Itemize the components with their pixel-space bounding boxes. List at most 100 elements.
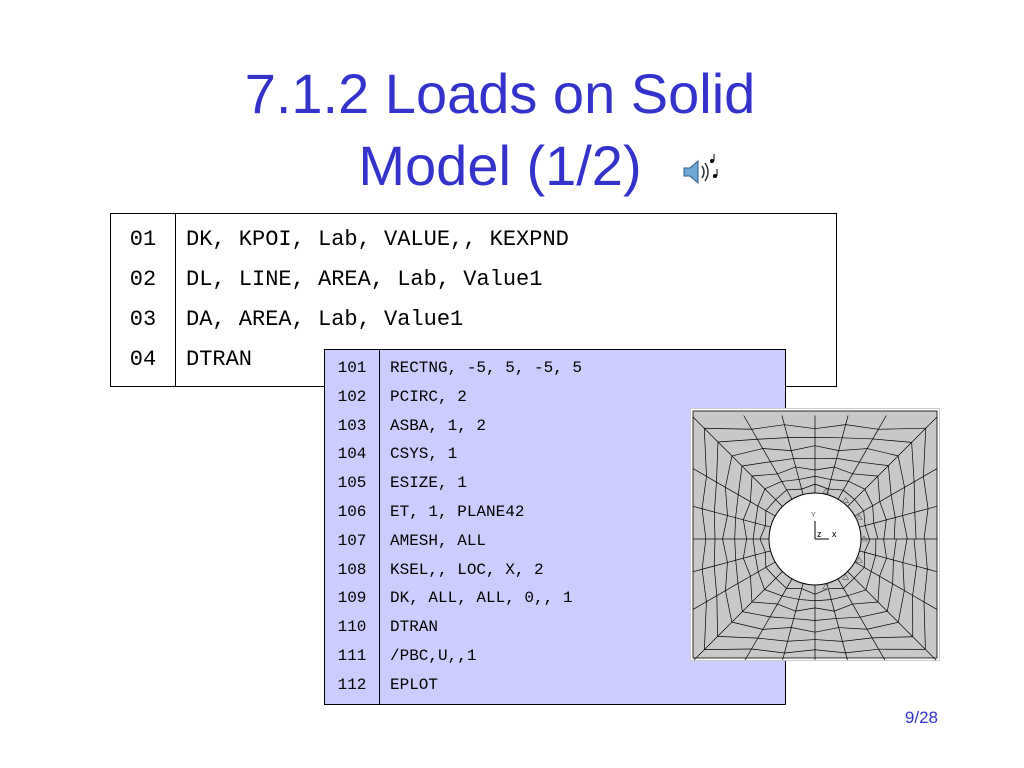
mesh-ring-edge	[842, 637, 873, 642]
mesh-ring-edge	[742, 538, 747, 559]
mesh-radial-edge	[765, 550, 771, 553]
bc-marker	[855, 556, 863, 563]
mesh-ring-edge	[877, 576, 880, 603]
mesh-ring-edge	[847, 589, 867, 596]
mesh-radial-edge	[755, 551, 766, 556]
mesh-ring-edge	[703, 428, 707, 477]
mesh-ring-edge	[853, 567, 865, 579]
bc-marker	[822, 487, 830, 494]
mesh-radial-edge	[786, 578, 793, 589]
mesh-ring-edge	[848, 480, 865, 490]
speaker-icon[interactable]	[680, 152, 720, 192]
code-line: DK, ALL, ALL, 0,, 1	[390, 589, 573, 608]
mesh-ring-edge	[743, 501, 751, 520]
mesh-ring-edge	[762, 627, 792, 630]
mesh-radial-edge	[795, 466, 800, 480]
mesh-radial-edge	[764, 577, 777, 590]
mesh-ring-edge	[759, 538, 766, 553]
mesh-radial-edge	[887, 611, 899, 623]
mesh-ring-edge	[782, 595, 799, 600]
mesh-ring-edge	[845, 424, 879, 430]
mesh-ring-edge	[701, 569, 707, 602]
code-line: CSYS, 1	[390, 445, 458, 464]
mesh-radial-edge	[895, 515, 903, 518]
mesh-radial-edge	[787, 437, 792, 451]
mesh-ring-edge	[854, 499, 864, 512]
title-line-1: 7.1.2 Loads on Solid	[244, 62, 756, 125]
mesh-radial-edge	[866, 438, 874, 449]
mesh-radial-edge	[731, 611, 743, 623]
mesh-ring-edge	[701, 476, 707, 509]
mesh-radial-edge	[842, 480, 849, 491]
line-number: 107	[337, 531, 367, 550]
mesh-radial-edge	[725, 583, 739, 592]
mesh-ring-edge	[911, 442, 915, 482]
mesh-radial-edge	[781, 481, 787, 491]
mesh-radial-edge	[735, 557, 744, 561]
mesh-radial-edge	[714, 511, 728, 516]
mesh-radial-edge	[911, 427, 927, 443]
line-number: 101	[337, 359, 367, 377]
mesh-radial-edge	[833, 458, 837, 468]
mesh-ring-edge	[893, 538, 897, 561]
mesh-radial-edge	[913, 476, 924, 483]
mesh-ring-edge	[843, 577, 855, 589]
mesh-radial-edge	[798, 588, 803, 600]
line-number: 106	[337, 502, 367, 521]
mesh-radial-edge	[898, 622, 913, 637]
mesh-ring-edge	[734, 538, 737, 561]
mesh-ring-edge	[764, 481, 782, 490]
code-line: DTRAN	[390, 618, 439, 637]
mesh-ring-edge	[795, 607, 816, 612]
mesh-radial-edge	[833, 611, 837, 619]
mesh-radial-edge	[727, 515, 736, 519]
code-line: DK, KPOI, Lab, VALUE,, KEXPND	[186, 227, 569, 252]
mesh-radial-edge	[703, 427, 719, 443]
mesh-radial-edge	[830, 466, 835, 480]
mesh-radial-edge	[859, 617, 868, 630]
mesh-ring-edge	[814, 588, 829, 595]
mesh-ring-edge	[725, 562, 728, 591]
mesh-ring-edge	[725, 487, 728, 516]
mesh-ring-edge	[714, 512, 716, 540]
line-number: 04	[129, 347, 157, 372]
mesh-ring-edge	[923, 569, 928, 602]
mesh-ring-edge	[845, 648, 879, 654]
mesh-ring-edge	[765, 499, 776, 511]
mesh-radial-edge	[755, 522, 766, 527]
mesh-ring-edge	[765, 567, 777, 579]
mesh-radial-edge	[801, 583, 804, 589]
mesh-ring-edge	[867, 448, 899, 457]
boundary-condition-markers	[822, 487, 868, 590]
mesh-ring-edge	[704, 648, 752, 650]
mesh-radial-edge	[775, 499, 783, 507]
code-line: KSEL,, LOC, X, 2	[390, 560, 544, 579]
mesh-radial-edge	[704, 636, 718, 650]
mesh-ring-edge	[893, 517, 896, 540]
mesh-ring-edge	[741, 461, 771, 467]
mesh-radial-edge	[871, 571, 880, 577]
mesh-radial-edge	[692, 568, 703, 573]
mesh-ring-edge	[830, 479, 849, 482]
mesh-ring-edge	[867, 621, 899, 630]
mesh-radial-edge	[706, 476, 717, 483]
mesh-ring-edge	[886, 583, 894, 612]
mesh-ring-edge	[814, 466, 835, 471]
mesh-ring-edge	[765, 510, 767, 526]
mesh-ring-edge	[755, 505, 759, 524]
mesh-radial-edge	[702, 565, 715, 570]
mesh-ring-edge	[814, 445, 839, 451]
mesh-ring-edge	[834, 466, 853, 475]
mesh-ring-edge	[801, 483, 816, 490]
mesh-ring-edge	[914, 512, 917, 540]
mesh-ring-edge	[735, 560, 739, 584]
mesh-ring-edge	[923, 428, 927, 477]
code-line: DA, AREA, Lab, Value1	[186, 307, 464, 332]
mesh-radial-edge	[859, 448, 868, 463]
mesh-ring-edge	[751, 424, 785, 430]
mesh-radial-edge	[859, 550, 865, 553]
mesh-radial-edge	[717, 441, 733, 457]
mesh-radial-edge	[865, 522, 874, 526]
mesh-ring-edge	[902, 515, 908, 540]
mesh-ring-edge	[752, 522, 756, 540]
